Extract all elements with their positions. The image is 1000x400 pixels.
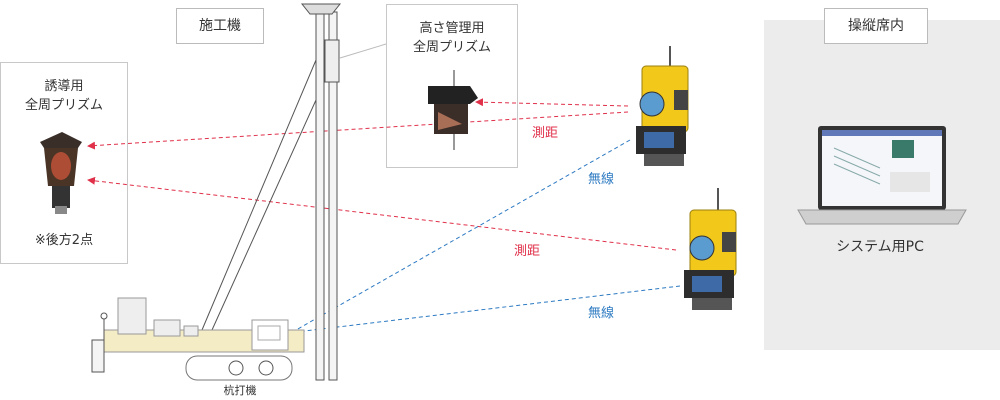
measure-label-2: 測距: [514, 244, 541, 259]
pile-driver-label: 杭打機: [223, 384, 257, 397]
wireless-label-2: 無線: [588, 306, 615, 321]
machine-title: 施工機: [176, 8, 264, 44]
prism-icon: [428, 70, 478, 150]
total-station-icon: [684, 188, 737, 310]
measure-label-1: 測距: [532, 126, 559, 141]
wireless-line-top: [295, 139, 631, 331]
wireless-label-1: 無線: [588, 172, 615, 187]
guide-prism-label-2: 全周プリズム: [24, 98, 103, 113]
backsight-note: ※後方2点: [34, 233, 94, 248]
measure-line-top-to-height-prism: [475, 98, 629, 107]
total-station-icon: [636, 46, 689, 166]
cab-title: 操縦席内: [824, 8, 928, 44]
laptop-icon: [797, 126, 967, 225]
guide-prism-label-1: 誘導用: [44, 79, 84, 94]
prism-icon: [40, 132, 82, 214]
system-pc-label: システム用PC: [836, 239, 924, 255]
height-prism-label-2: 全周プリズム: [412, 40, 491, 55]
measure-line-top-to-guide-prism: [87, 111, 629, 150]
height-prism-label-1: 高さ管理用: [419, 21, 485, 36]
pile-driver-icon: [91, 3, 342, 381]
wireless-line-bottom: [295, 285, 681, 333]
measure-line-bottom-to-guide-prism: [87, 176, 677, 251]
